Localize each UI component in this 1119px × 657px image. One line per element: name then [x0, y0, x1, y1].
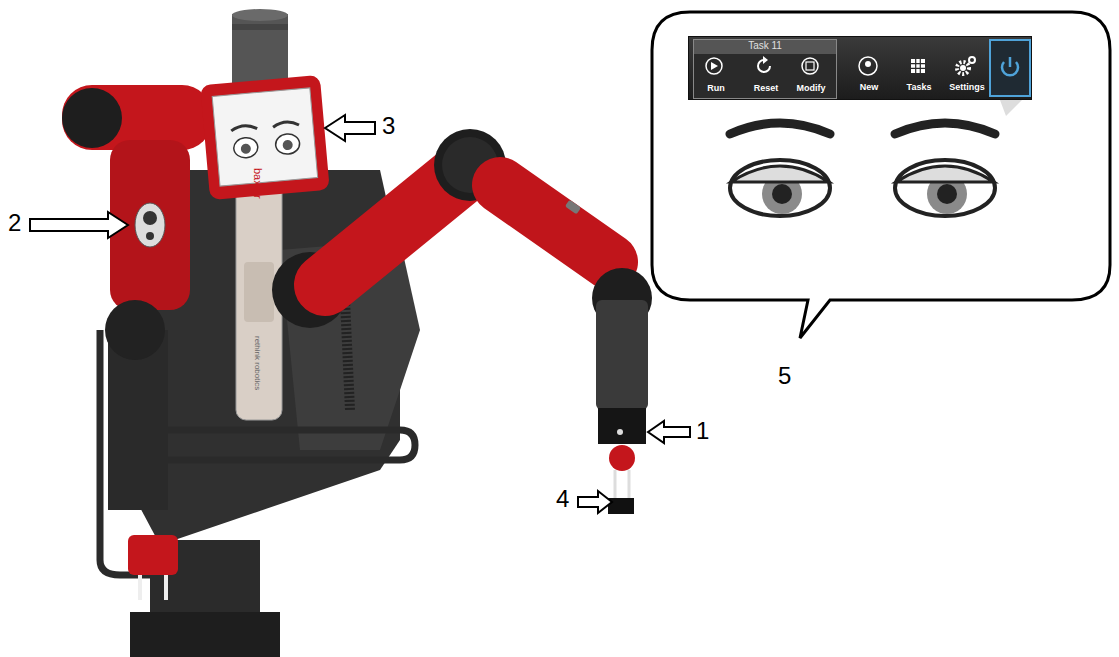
- callout-number: 1: [696, 419, 709, 443]
- left-elbow: [105, 300, 165, 360]
- toolbar-band: NewTasksSettings Task 11 RunResetModify: [688, 36, 1032, 100]
- face-screen: [200, 75, 330, 200]
- pupil: [937, 184, 957, 204]
- menu-pointer: [1000, 100, 1022, 116]
- eyebrow: [231, 125, 257, 131]
- button-label: Run: [691, 83, 741, 93]
- callout-arrow: [648, 421, 690, 443]
- eyebrow: [895, 123, 995, 134]
- tasks-icon: [911, 59, 925, 73]
- new-icon: [859, 57, 877, 75]
- button-label: Tasks: [894, 82, 944, 92]
- eyebrow: [273, 121, 299, 127]
- frame-bar: [97, 330, 104, 560]
- settings-icon: [960, 65, 966, 71]
- callout-number: 4: [556, 487, 569, 511]
- callout-arrow: [30, 212, 128, 238]
- gripper-finger: [614, 470, 617, 500]
- run-icon: [711, 62, 718, 70]
- task-group: Task 11 RunResetModify: [693, 39, 837, 99]
- wrist-cylinder: [596, 300, 648, 410]
- settings-icon: [957, 62, 969, 74]
- right-forearm: [500, 185, 610, 262]
- arm-button: [565, 200, 581, 215]
- callout-number: 3: [382, 114, 395, 138]
- eye: [730, 160, 830, 216]
- gripper-body: [609, 445, 635, 471]
- button-label: Reset: [741, 83, 791, 93]
- modify-icon: [802, 58, 818, 74]
- reset-icon: [763, 56, 768, 64]
- speech-bubble: [652, 12, 1110, 338]
- gripper-finger: [138, 575, 142, 600]
- gripper-pad: [608, 498, 634, 514]
- tasks-icon: [911, 59, 925, 73]
- wrist-cuff: [598, 408, 646, 444]
- eye: [233, 137, 259, 159]
- right-upper-arm: [325, 175, 460, 285]
- button-label: New: [844, 82, 894, 92]
- callout-number: 5: [778, 364, 791, 388]
- gripper-finger: [628, 470, 631, 500]
- cable-spring: [345, 300, 350, 410]
- button-label: Modify: [786, 83, 836, 93]
- panel-recess: [244, 262, 274, 322]
- power-icon: [1009, 57, 1012, 67]
- screen-frame: [200, 75, 330, 200]
- pedestal-base: [130, 612, 280, 657]
- settings-icon: [969, 57, 975, 63]
- cuff-camera: [617, 429, 623, 435]
- callout-arrow: [578, 491, 612, 513]
- button-label: Settings: [942, 82, 992, 92]
- pupil: [282, 140, 293, 151]
- eyelid: [896, 166, 994, 182]
- eye: [275, 133, 301, 155]
- new-icon: [865, 61, 871, 67]
- eye: [895, 160, 995, 216]
- screen-display: [212, 88, 317, 186]
- gripper-finger: [164, 575, 168, 600]
- left-gripper: [128, 535, 178, 575]
- task-heading: Task 11: [694, 40, 836, 51]
- callout-arrow: [325, 115, 375, 141]
- navigator-key: [146, 232, 154, 240]
- power-icon: [1002, 62, 1018, 75]
- head-column-top: [232, 9, 288, 21]
- maker-logo: rethink robotics: [253, 336, 261, 390]
- navigator-button: [135, 203, 165, 247]
- callout-number: 2: [8, 211, 21, 235]
- eyelid: [731, 166, 829, 182]
- sonar-ring: [232, 24, 288, 30]
- power-button: [990, 40, 1030, 96]
- run-icon: [706, 58, 722, 74]
- pupil: [240, 143, 251, 154]
- eyebrow: [730, 123, 830, 134]
- navigator-wheel: [143, 211, 157, 225]
- reset-icon: [758, 60, 770, 72]
- pupil: [772, 184, 792, 204]
- joint-cap: [62, 88, 122, 148]
- modify-icon: [806, 62, 814, 70]
- brand-logo: baxter: [252, 168, 263, 199]
